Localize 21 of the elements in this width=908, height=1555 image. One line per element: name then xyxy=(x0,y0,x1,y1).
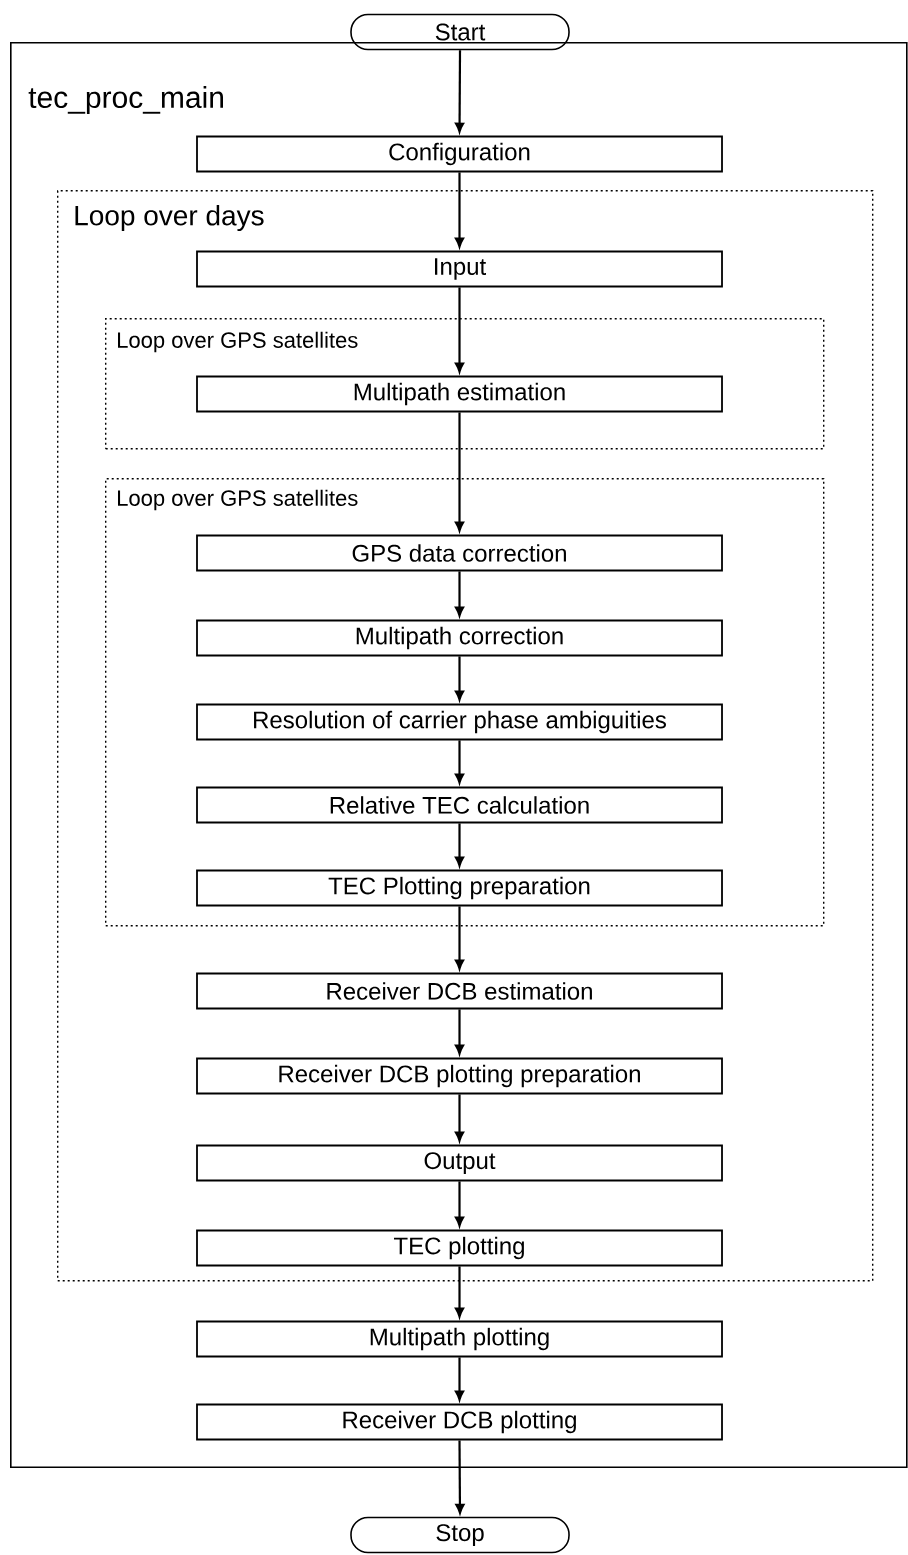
frame-title: tec_proc_main xyxy=(28,86,223,114)
process-box: Resolution of carrier phase ambiguities xyxy=(196,703,723,741)
process-box: Configuration xyxy=(196,135,723,173)
process-box: Receiver DCB estimation xyxy=(196,972,723,1010)
process-box: Multipath plotting xyxy=(196,1320,723,1358)
process-box: Multipath estimation xyxy=(196,375,723,413)
process-box: Receiver DCB plotting xyxy=(196,1403,723,1441)
process-box: Multipath correction xyxy=(196,619,723,657)
process-box: Relative TEC calculation xyxy=(196,786,723,824)
terminal-box: Stop xyxy=(350,1516,570,1554)
frame-title: Loop over GPS satellites xyxy=(118,489,358,511)
frame-title: Loop over GPS satellites xyxy=(118,331,358,353)
process-box: Output xyxy=(196,1144,723,1182)
arrow xyxy=(455,1440,465,1514)
frame-title: Loop over days xyxy=(75,204,264,232)
process-box: TEC plotting xyxy=(196,1229,723,1267)
process-box: GPS data correction xyxy=(196,534,723,572)
process-box: Receiver DCB plotting preparation xyxy=(196,1057,723,1095)
process-box: TEC Plotting preparation xyxy=(196,869,723,907)
process-box: Input xyxy=(196,250,723,288)
terminal-box: Start xyxy=(350,13,570,51)
